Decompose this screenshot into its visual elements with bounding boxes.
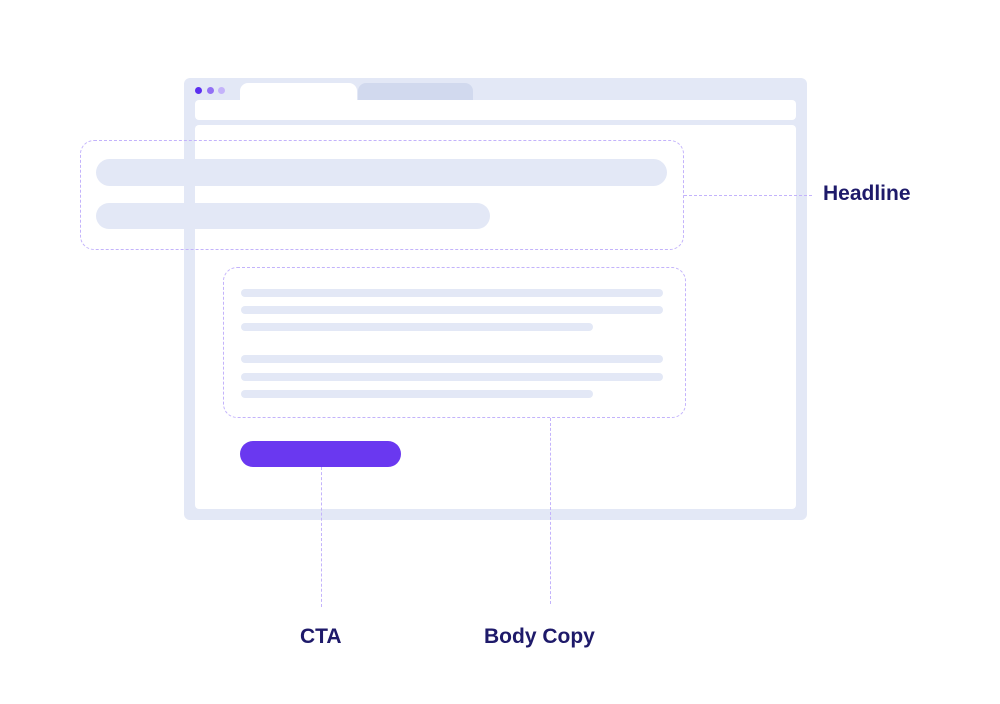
tab-inactive[interactable] [358,83,473,101]
headline-region [80,140,684,250]
address-bar[interactable] [195,100,796,120]
body-line [241,355,663,363]
body-copy-label: Body Copy [484,625,595,648]
body-line [241,306,663,314]
body-line [241,373,663,381]
cta-label: CTA [300,625,342,648]
headline-label: Headline [823,182,911,205]
window-dot-minimize-icon [207,87,214,94]
tab-active[interactable] [240,83,357,101]
headline-connector [684,195,812,196]
body-copy-region [223,267,686,418]
body-copy-connector [550,418,551,604]
cta-connector [321,467,322,607]
window-dot-close-icon [195,87,202,94]
window-dot-maximize-icon [218,87,225,94]
headline-bar-1 [96,159,667,186]
body-line [241,390,593,398]
cta-button[interactable] [240,441,401,467]
body-line [241,289,663,297]
headline-bar-2 [96,203,490,229]
body-line [241,323,593,331]
